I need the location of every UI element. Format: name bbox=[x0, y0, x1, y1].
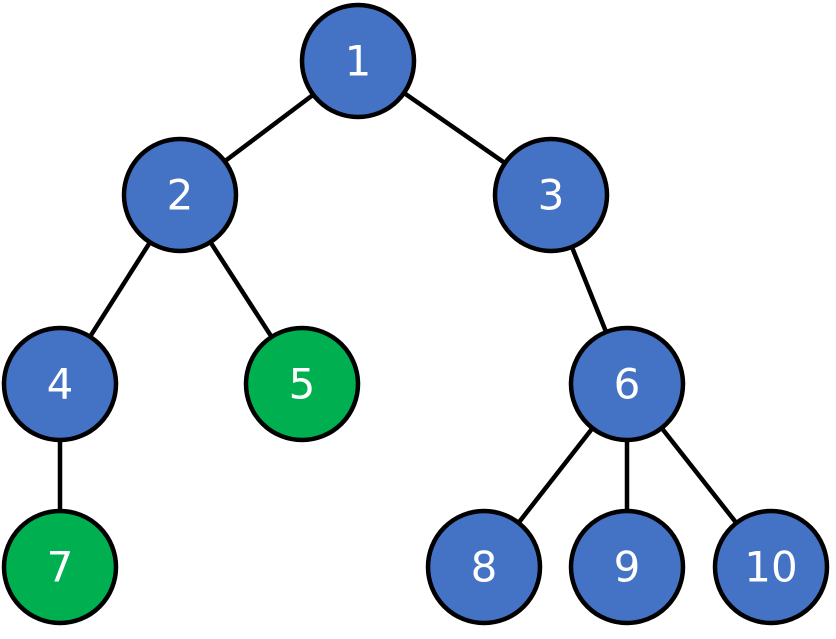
node-label: 6 bbox=[614, 360, 641, 409]
node-circle bbox=[568, 508, 686, 626]
node-label: 1 bbox=[345, 37, 372, 86]
node-circle bbox=[121, 136, 239, 254]
node-2: 2 bbox=[121, 136, 239, 254]
node-circle bbox=[568, 325, 686, 443]
node-7: 7 bbox=[1, 508, 119, 626]
node-label: 4 bbox=[47, 360, 74, 409]
node-circle bbox=[425, 508, 543, 626]
node-5: 5 bbox=[243, 325, 361, 443]
node-label: 7 bbox=[47, 543, 74, 592]
nodes-layer: 1 2 3 4 5 6 7 8 9 10 bbox=[1, 2, 830, 626]
edges-layer bbox=[57, 58, 774, 570]
node-circle bbox=[299, 2, 417, 120]
node-label: 8 bbox=[471, 543, 498, 592]
node-1: 1 bbox=[299, 2, 417, 120]
node-8: 8 bbox=[425, 508, 543, 626]
node-circle bbox=[712, 508, 830, 626]
node-label: 10 bbox=[744, 543, 797, 592]
node-label: 2 bbox=[167, 171, 194, 220]
node-label: 3 bbox=[538, 171, 565, 220]
node-4: 4 bbox=[1, 325, 119, 443]
node-label: 9 bbox=[614, 543, 641, 592]
node-circle bbox=[492, 136, 610, 254]
node-label: 5 bbox=[289, 360, 316, 409]
node-circle bbox=[1, 508, 119, 626]
node-circle bbox=[1, 325, 119, 443]
node-9: 9 bbox=[568, 508, 686, 626]
node-circle bbox=[243, 325, 361, 443]
node-3: 3 bbox=[492, 136, 610, 254]
node-10: 10 bbox=[712, 508, 830, 626]
node-6: 6 bbox=[568, 325, 686, 443]
